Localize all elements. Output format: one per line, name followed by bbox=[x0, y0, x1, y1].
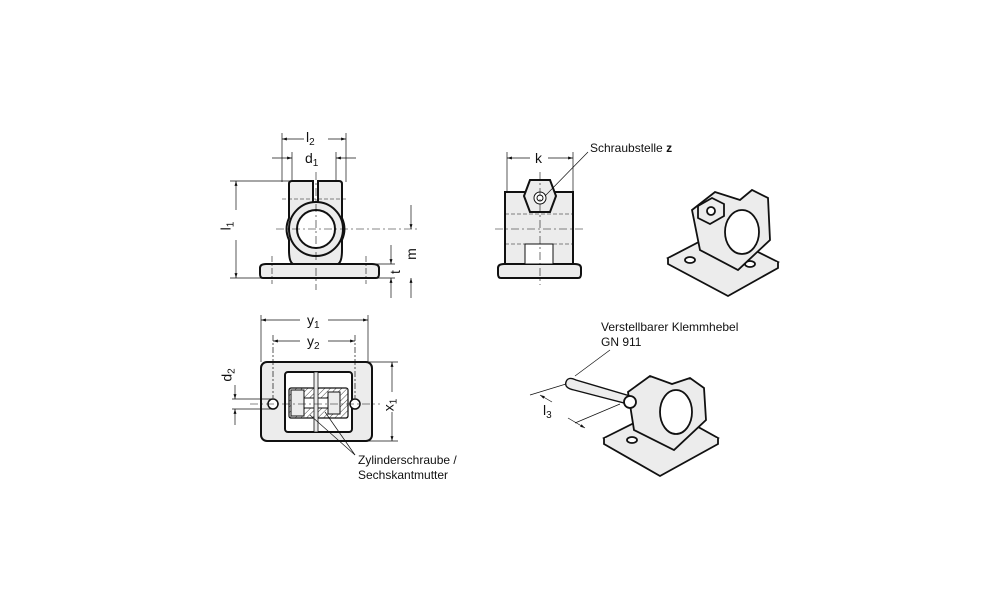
dim-l2-base: l bbox=[306, 129, 310, 145]
dim-x1-base: x bbox=[380, 404, 397, 412]
clamp-point-symbol: z bbox=[666, 141, 673, 155]
dim-l2-sub: 2 bbox=[309, 137, 315, 148]
dim-d1-base: d bbox=[305, 150, 313, 166]
annotation-screw: Zylinderschraube /Sechskantmutter bbox=[358, 453, 457, 483]
dim-l1-sub: 1 bbox=[225, 221, 237, 228]
dim-label-k: k bbox=[535, 150, 542, 166]
lever-line2: GN 911 bbox=[601, 335, 642, 349]
dim-label-d1: d1 bbox=[305, 151, 318, 169]
top-view bbox=[232, 315, 398, 456]
clamp-point-text: Schraubstelle bbox=[590, 141, 663, 155]
dim-label-y1: y1 bbox=[307, 313, 320, 331]
dim-l3-sub: 3 bbox=[546, 410, 552, 421]
dim-d1-sub: 1 bbox=[312, 158, 319, 169]
lever-line1: Verstellbarer Klemmhebel bbox=[601, 320, 739, 334]
dim-label-l2: l2 bbox=[306, 130, 315, 148]
dim-label-l3: l3 bbox=[543, 403, 552, 421]
dim-y2-sub: 2 bbox=[314, 341, 320, 352]
isometric-view-lever bbox=[529, 349, 720, 478]
dim-l1-base: l bbox=[217, 227, 234, 231]
dim-x1-sub: 1 bbox=[388, 398, 400, 405]
dim-d2-base: d bbox=[218, 373, 235, 382]
isometric-view-clamp bbox=[666, 188, 780, 298]
dim-y1-base: y bbox=[307, 312, 314, 328]
dim-d2-sub: 2 bbox=[226, 368, 238, 374]
dim-label-m: m bbox=[402, 248, 419, 260]
dim-label-t: t bbox=[386, 270, 403, 274]
screw-line1: Zylinderschraube / bbox=[358, 453, 457, 467]
annotation-clamp-point: Schraubstelle z bbox=[590, 141, 672, 156]
dim-label-y2: y2 bbox=[307, 334, 320, 352]
side-view bbox=[495, 151, 589, 285]
dim-y1-sub: 1 bbox=[314, 320, 320, 331]
dim-label-x1: x1 bbox=[380, 398, 400, 412]
dim-label-l1: l1 bbox=[217, 221, 237, 231]
front-view bbox=[230, 133, 420, 298]
dim-y2-base: y bbox=[307, 333, 314, 349]
screw-line2: Sechskantmutter bbox=[358, 468, 449, 482]
dim-label-d2: d2 bbox=[218, 368, 238, 382]
dim-l3-base: l bbox=[543, 402, 547, 418]
